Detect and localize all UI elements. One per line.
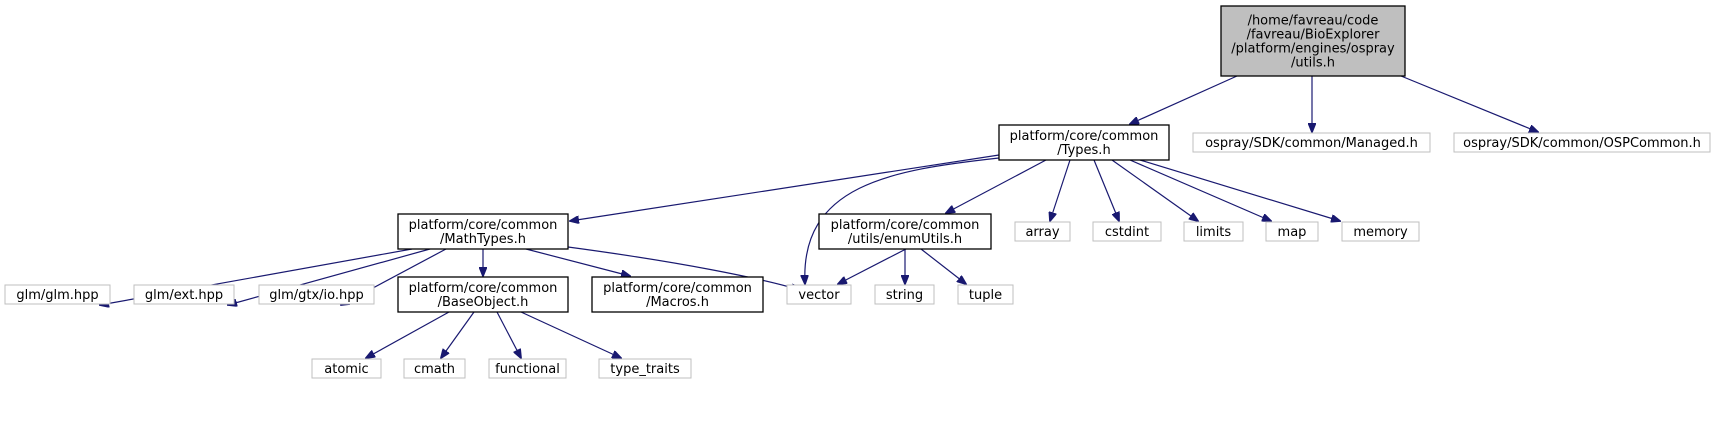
edge-types-h-to-vector <box>805 157 1000 284</box>
node-label-line: glm/ext.hpp <box>145 288 223 303</box>
node-label-line: /Macros.h <box>646 295 709 310</box>
node-vector: vector <box>786 284 852 305</box>
node-label-line: platform/core/common <box>603 281 752 296</box>
node-baseobject-h[interactable]: platform/core/common/BaseObject.h <box>397 276 569 313</box>
node-map: map <box>1265 221 1319 242</box>
edge-utils-h-to-types-h <box>1130 75 1238 124</box>
edge-types-h-to-memory <box>1139 159 1340 221</box>
node-label-line: /BaseObject.h <box>438 295 529 310</box>
node-label-line: platform/core/common <box>409 218 558 233</box>
node-ext-hpp: glm/ext.hpp <box>133 284 235 305</box>
node-label-line: /utils/enumUtils.h <box>848 232 962 247</box>
node-box <box>1183 221 1244 242</box>
node-label-line: map <box>1278 225 1307 240</box>
node-label-line: atomic <box>324 362 368 377</box>
node-label-line: glm/glm.hpp <box>16 288 98 303</box>
edge-baseobject-h-to-functional <box>496 311 521 358</box>
edge-types-h-to-limits <box>1111 159 1198 221</box>
node-cstdint: cstdint <box>1092 221 1162 242</box>
node-label-line: platform/core/common <box>1010 129 1159 144</box>
node-label-line: type_traits <box>610 362 680 377</box>
node-functional: functional <box>488 358 567 379</box>
node-box <box>874 284 935 305</box>
edge-mathtypes-h-to-macros-h <box>525 248 630 276</box>
node-box <box>488 358 567 379</box>
node-label-line: /favreau/BioExplorer <box>1247 28 1381 43</box>
node-label-line: vector <box>798 288 840 303</box>
node-label-line: /home/favreau/code <box>1248 14 1379 29</box>
node-box <box>591 276 764 313</box>
node-label-line: array <box>1025 225 1059 240</box>
node-label-line: limits <box>1196 225 1232 240</box>
node-box <box>957 284 1014 305</box>
node-limits: limits <box>1183 221 1244 242</box>
node-box <box>258 284 375 305</box>
node-label-line: /MathTypes.h <box>440 232 526 247</box>
node-ospcommon-h: ospray/SDK/common/OSPCommon.h <box>1453 132 1711 153</box>
node-label-line: memory <box>1353 225 1408 240</box>
node-label-line: ospray/SDK/common/OSPCommon.h <box>1463 136 1701 151</box>
node-box <box>998 124 1170 161</box>
edge-baseobject-h-to-atomic <box>366 311 450 358</box>
node-string: string <box>874 284 935 305</box>
node-label-line: glm/gtx/io.hpp <box>269 288 364 303</box>
node-memory: memory <box>1341 221 1420 242</box>
edge-baseobject-h-to-cmath <box>441 311 475 358</box>
nodes-layer: /home/favreau/code/favreau/BioExplorer/p… <box>4 5 1711 379</box>
node-box <box>311 358 382 379</box>
node-mathtypes-h[interactable]: platform/core/common/MathTypes.h <box>397 213 569 250</box>
node-box <box>397 213 569 250</box>
node-label-line: cmath <box>414 362 455 377</box>
node-box <box>397 276 569 313</box>
edge-utils-h-to-ospcommon-h <box>1400 75 1538 132</box>
edge-types-h-to-array <box>1050 159 1071 221</box>
node-box <box>1192 132 1431 153</box>
node-box <box>4 284 111 305</box>
node-glm-hpp: glm/glm.hpp <box>4 284 111 305</box>
node-box <box>786 284 852 305</box>
edge-baseobject-h-to-type-traits <box>520 311 621 358</box>
node-label-line: ospray/SDK/common/Managed.h <box>1205 136 1418 151</box>
node-array: array <box>1014 221 1071 242</box>
node-box <box>1341 221 1420 242</box>
node-cmath: cmath <box>403 358 466 379</box>
node-box <box>1092 221 1162 242</box>
node-macros-h[interactable]: platform/core/common/Macros.h <box>591 276 764 313</box>
node-label-line: platform/core/common <box>409 281 558 296</box>
edge-types-h-to-mathtypes-h <box>570 154 1000 221</box>
node-atomic: atomic <box>311 358 382 379</box>
node-tuple: tuple <box>957 284 1014 305</box>
node-box <box>403 358 466 379</box>
node-enumutils-h[interactable]: platform/core/common/utils/enumUtils.h <box>818 213 992 250</box>
node-label-line: functional <box>495 362 560 377</box>
node-label-line: /utils.h <box>1291 56 1335 71</box>
node-box <box>1453 132 1711 153</box>
node-box <box>598 358 692 379</box>
node-box <box>1014 221 1071 242</box>
node-types-h[interactable]: platform/core/common/Types.h <box>998 124 1170 161</box>
node-type-traits: type_traits <box>598 358 692 379</box>
edge-types-h-to-enumutils-h <box>946 159 1047 213</box>
node-box <box>818 213 992 250</box>
node-label-line: tuple <box>969 288 1002 303</box>
node-box <box>1265 221 1319 242</box>
edge-enumutils-h-to-vector <box>838 248 907 284</box>
node-label-line: /platform/engines/ospray <box>1231 42 1395 57</box>
edge-types-h-to-cstdint <box>1093 159 1119 221</box>
node-label-line: platform/core/common <box>831 218 980 233</box>
edge-mathtypes-h-to-vector <box>567 246 800 290</box>
node-managed-h: ospray/SDK/common/Managed.h <box>1192 132 1431 153</box>
node-box <box>133 284 235 305</box>
node-label-line: string <box>886 288 923 303</box>
edge-enumutils-h-to-tuple <box>920 248 966 284</box>
node-utils-h[interactable]: /home/favreau/code/favreau/BioExplorer/p… <box>1220 5 1406 77</box>
node-label-line: /Types.h <box>1057 143 1110 158</box>
edge-types-h-to-map <box>1129 159 1271 221</box>
node-box <box>1220 5 1406 77</box>
node-label-line: cstdint <box>1105 225 1149 240</box>
node-io-hpp: glm/gtx/io.hpp <box>258 284 375 305</box>
